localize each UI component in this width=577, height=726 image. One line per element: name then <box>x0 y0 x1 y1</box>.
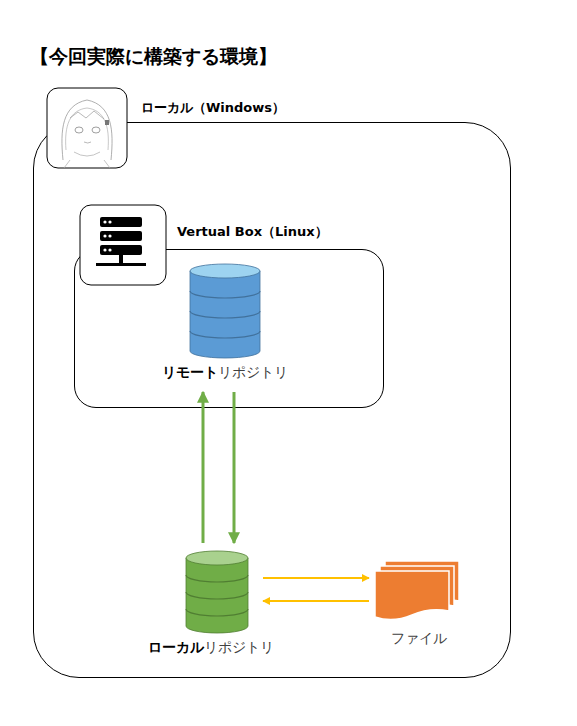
label-text: ローカル <box>148 639 204 655</box>
node-label: ローカルリポジトリ <box>131 639 291 657</box>
cylinder-band <box>186 575 248 582</box>
node-label: ファイル <box>371 630 466 648</box>
server-icon <box>80 205 166 285</box>
connector-arrow <box>263 577 369 579</box>
cylinder-body <box>186 558 248 633</box>
label-text: リポジトリ <box>204 639 274 655</box>
frame-heading: ローカル（Windows） <box>141 99 285 117</box>
diagram-title: 【今回実際に構築する環境】 <box>30 44 277 70</box>
connector-arrow <box>233 392 236 543</box>
cylinder-band <box>186 609 248 616</box>
label-text: リモート <box>162 364 218 380</box>
cylinder-band <box>190 331 260 338</box>
file-node: ファイル <box>371 557 466 652</box>
node-label: リモートリポジトリ <box>147 364 302 382</box>
cylinder-band <box>186 592 248 599</box>
frame-heading: Vertual Box（Linux） <box>177 223 328 241</box>
repository-node: リモートリポジトリ <box>172 260 277 386</box>
group-frame: Vertual Box（Linux）リモートリポジトリ <box>74 249 384 408</box>
cylinder-band <box>190 291 260 298</box>
cylinder-body <box>190 271 260 358</box>
cylinder-top <box>186 551 248 565</box>
connector-arrow <box>263 600 369 602</box>
repository-node: ローカルリポジトリ <box>161 549 261 659</box>
cylinder-top <box>190 264 260 278</box>
connector-arrow <box>202 392 205 543</box>
label-text: リポジトリ <box>218 364 288 380</box>
file-sheet <box>375 571 449 620</box>
group-frame: ローカル（Windows）Vertual Box（Linux）リモートリポジトリ… <box>33 122 511 678</box>
person-icon <box>47 88 127 168</box>
cylinder-band <box>190 311 260 318</box>
label-text: ファイル <box>391 630 447 646</box>
